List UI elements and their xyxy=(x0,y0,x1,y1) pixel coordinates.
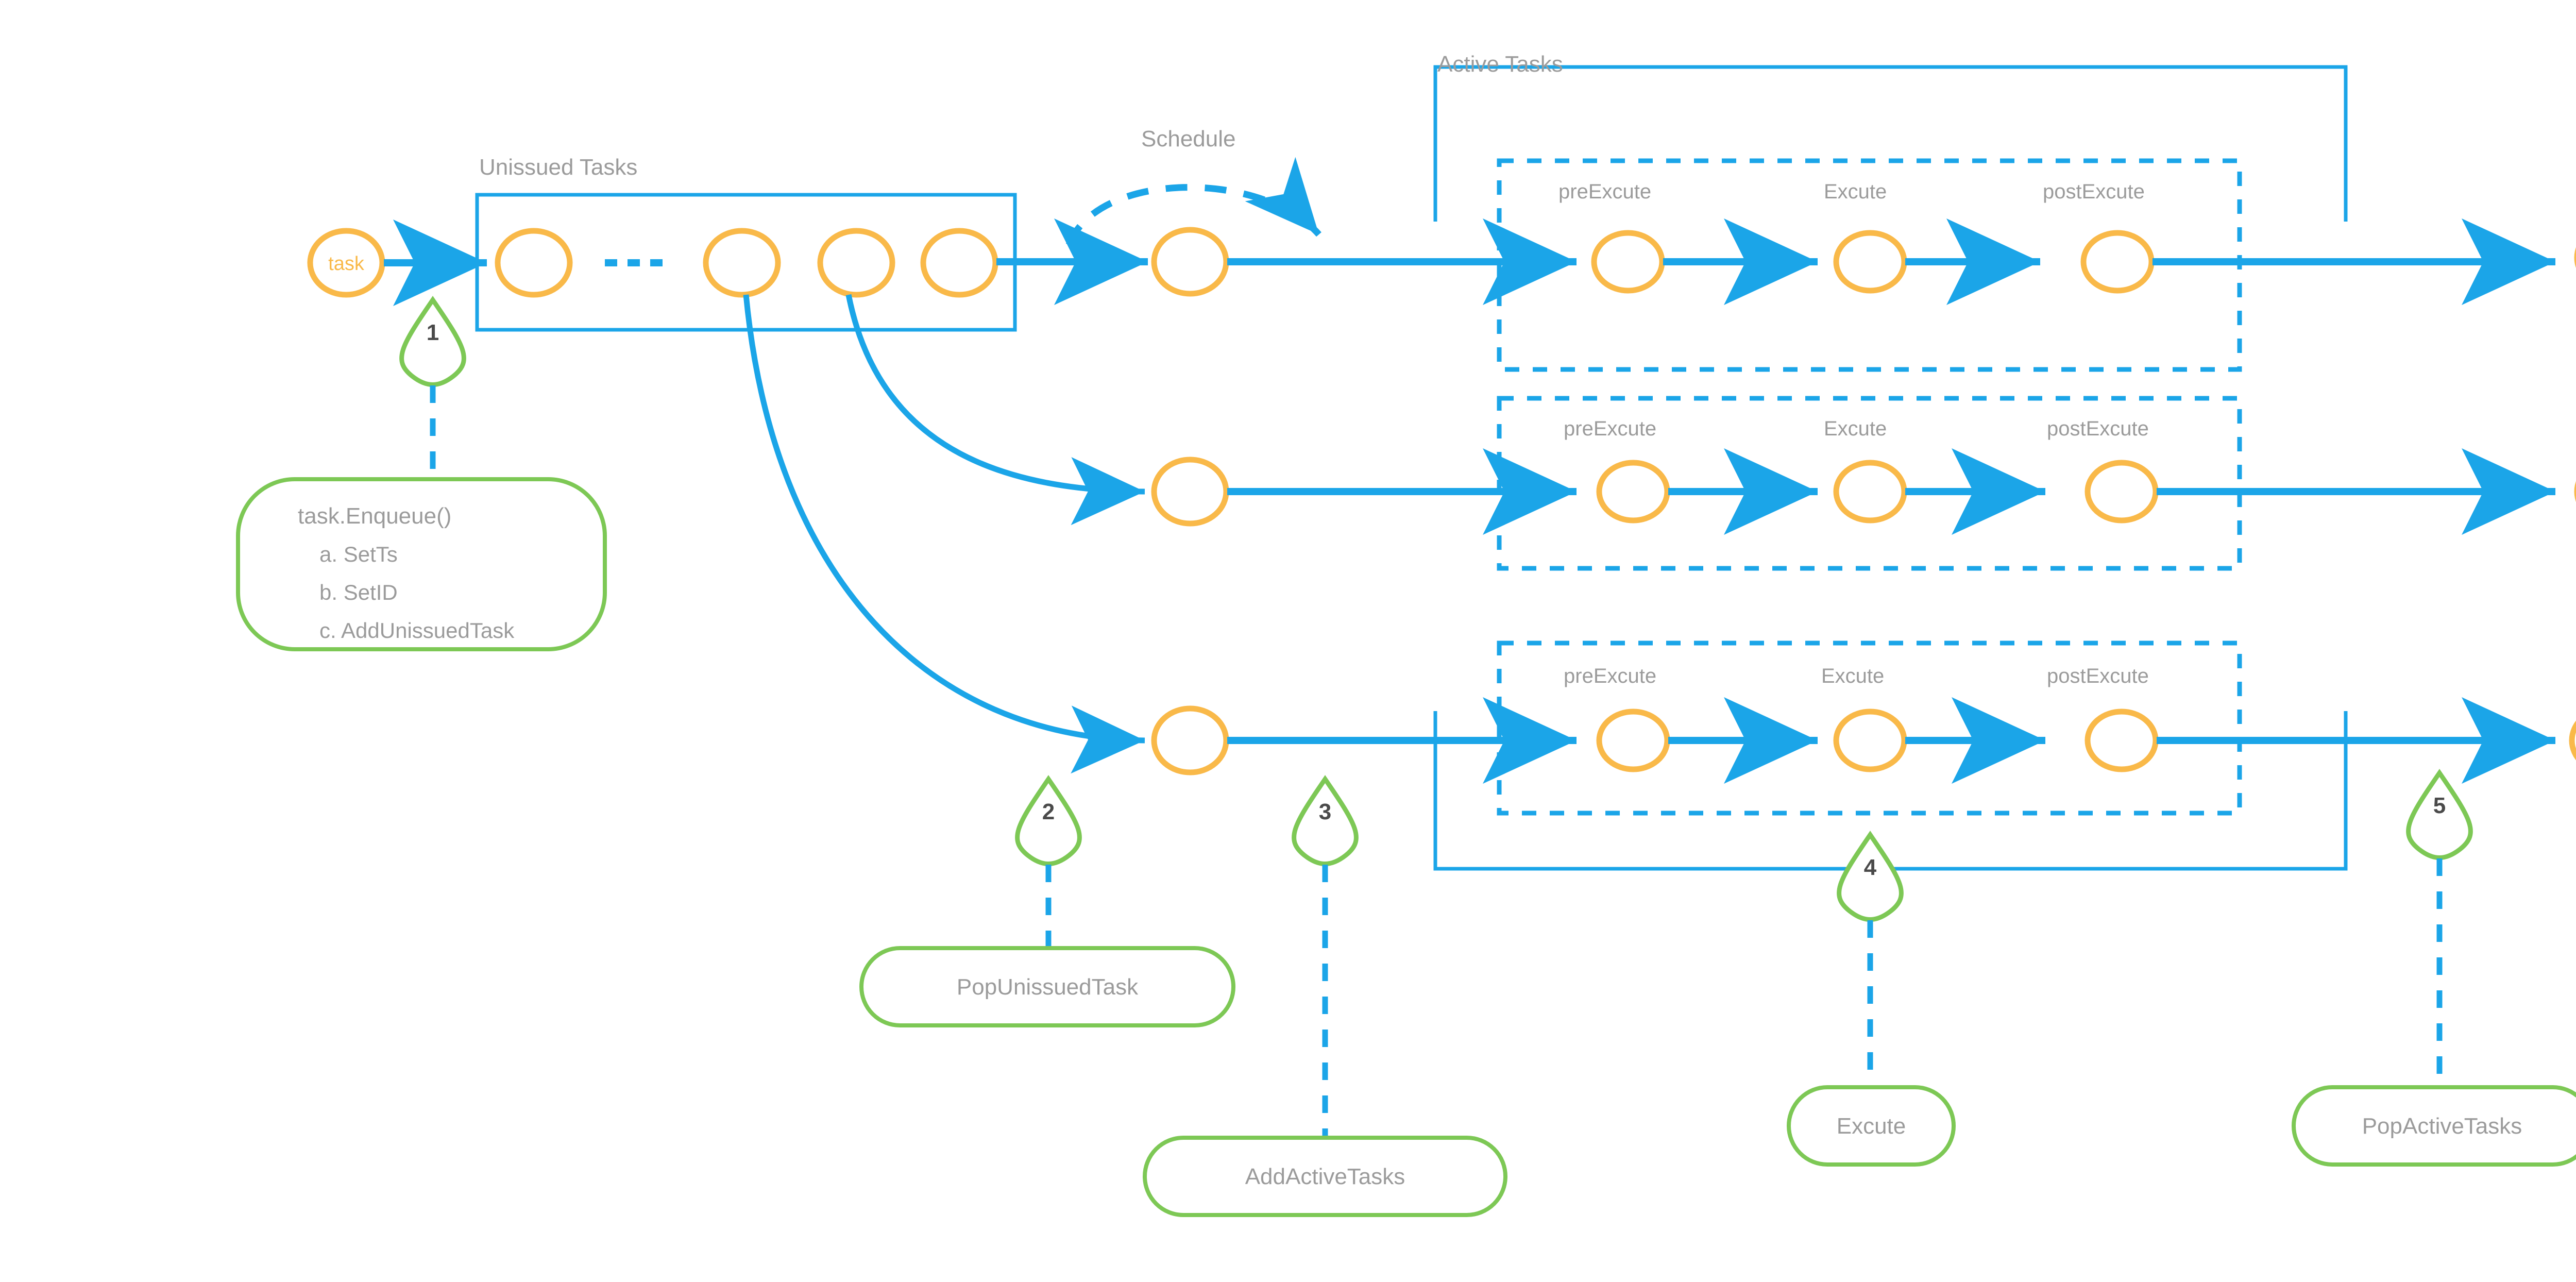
queue-node xyxy=(817,228,895,298)
stage-node-pre xyxy=(1596,460,1670,524)
row2-stage-label-exec: Excute xyxy=(1824,417,1887,440)
stage-dashed-box xyxy=(1497,640,2242,816)
callout-4-box[interactable]: Excute xyxy=(1787,1085,1956,1167)
marker-1-number: 1 xyxy=(427,320,439,345)
marker-4-number: 4 xyxy=(1864,855,1877,880)
marker-2-number: 2 xyxy=(1042,799,1055,824)
source-task-node xyxy=(307,228,385,298)
row-queued-node xyxy=(1151,227,1229,297)
stage-node-exec xyxy=(1833,460,1907,524)
callout-3-title: AddActiveTasks xyxy=(1245,1164,1405,1189)
row2-stage-label-pre: preExcute xyxy=(1564,417,1657,440)
callout-1-box[interactable]: task.Enqueue() a. SetTs b. SetID c. AddU… xyxy=(236,477,607,651)
pipeline-row-2 xyxy=(1151,396,2576,571)
source-task-label: task xyxy=(328,253,365,275)
row-end-node xyxy=(2569,720,2576,761)
pipeline-row-3 xyxy=(1151,640,2576,816)
callout-3-box[interactable]: AddActiveTasks xyxy=(1143,1136,1507,1217)
callout-1-item-c: c. AddUnissuedTask xyxy=(319,618,515,643)
marker-3[interactable]: 3 xyxy=(1292,775,1359,1138)
marker-3-number: 3 xyxy=(1319,799,1331,824)
queue-node xyxy=(703,228,781,298)
callout-1-item-b: b. SetID xyxy=(319,580,398,604)
marker-2[interactable]: 2 xyxy=(1015,775,1082,948)
unissued-queue-nodes xyxy=(495,228,998,298)
active-tasks-label: Active Tasks xyxy=(1437,52,1563,77)
schedule-label: Schedule xyxy=(1141,126,1236,151)
row3-stage-label-pre: preExcute xyxy=(1564,665,1657,687)
stage-node-post xyxy=(2084,460,2159,524)
stage-node-post xyxy=(2080,230,2155,294)
row1-stage-label-exec: Excute xyxy=(1824,180,1887,203)
unissued-tasks-label: Unissued Tasks xyxy=(479,155,638,180)
edge-queue-to-row2 xyxy=(845,294,1145,526)
row1-stage-label-pre: preExcute xyxy=(1558,180,1652,203)
marker-1[interactable]: 1 xyxy=(399,296,466,479)
queue-node xyxy=(920,228,998,298)
marker-4[interactable]: 4 xyxy=(1837,831,1904,1087)
callout-5-box[interactable]: PopActiveTasks xyxy=(2292,1085,2576,1167)
callout-5-title: PopActiveTasks xyxy=(2362,1114,2522,1139)
schedule-dashed-arrow xyxy=(1065,157,1321,246)
stage-node-exec xyxy=(1833,709,1907,772)
row-queued-node xyxy=(1151,457,1229,527)
callout-2-title: PopUnissuedTask xyxy=(957,974,1139,1000)
edge-queue-to-row3 xyxy=(743,294,1145,774)
stage-node-post xyxy=(2084,709,2159,772)
pipeline-row-1 xyxy=(1151,158,2576,372)
callout-1-title: task.Enqueue() xyxy=(298,503,451,529)
queue-ellipsis-icon xyxy=(605,259,663,266)
row2-stage-label-post: postExcute xyxy=(2047,417,2149,440)
queue-node xyxy=(495,228,573,298)
marker-5-number: 5 xyxy=(2433,793,2446,818)
stage-node-pre xyxy=(1591,230,1665,294)
callout-2-box[interactable]: PopUnissuedTask xyxy=(859,946,1235,1027)
marker-5[interactable]: 5 xyxy=(2406,769,2473,1087)
callout-1-item-a: a. SetTs xyxy=(319,542,398,566)
callout-4-title: Excute xyxy=(1837,1114,1906,1139)
row-queued-node xyxy=(1151,705,1229,775)
stage-node-pre xyxy=(1596,709,1670,772)
stage-dashed-box xyxy=(1497,396,2242,571)
row3-stage-label-exec: Excute xyxy=(1821,665,1885,687)
row1-stage-label-post: postExcute xyxy=(2043,180,2145,203)
row3-stage-label-post: postExcute xyxy=(2047,665,2149,687)
stage-node-exec xyxy=(1833,230,1907,294)
